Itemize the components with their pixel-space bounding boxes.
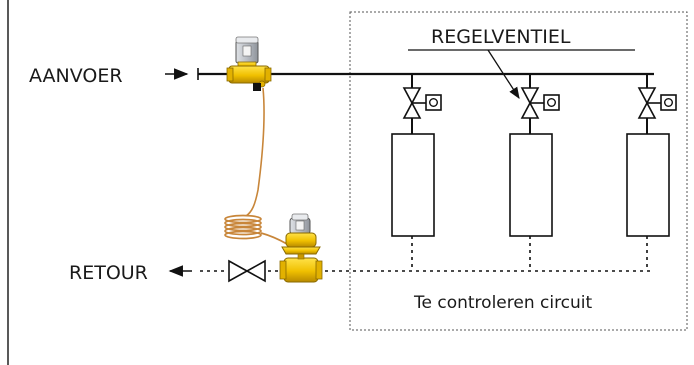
control-valve-label: REGELVENTIEL — [431, 26, 571, 48]
partner-valve-supply — [226, 36, 272, 91]
return-label: RETOUR — [69, 262, 148, 284]
capillary-coil — [224, 214, 288, 245]
branch-2 — [509, 74, 560, 271]
valve-actuator-1 — [425, 94, 442, 111]
valve-actuator-3 — [660, 94, 677, 111]
differential-pressure-controller — [279, 213, 323, 283]
supply-label: AANVOER — [29, 65, 123, 87]
branch-3 — [626, 74, 677, 271]
circuit-label: Te controleren circuit — [413, 293, 593, 313]
radiator-3 — [626, 133, 670, 237]
radiator-1 — [391, 133, 435, 237]
return-isolation-valve — [228, 259, 266, 283]
control-valve-leader — [487, 49, 520, 99]
valve-actuator-2 — [543, 94, 560, 111]
radiator-2 — [509, 133, 553, 237]
branch-1 — [391, 74, 442, 271]
controlled-circuit-boundary — [349, 11, 688, 331]
capillary-tube — [245, 87, 265, 217]
